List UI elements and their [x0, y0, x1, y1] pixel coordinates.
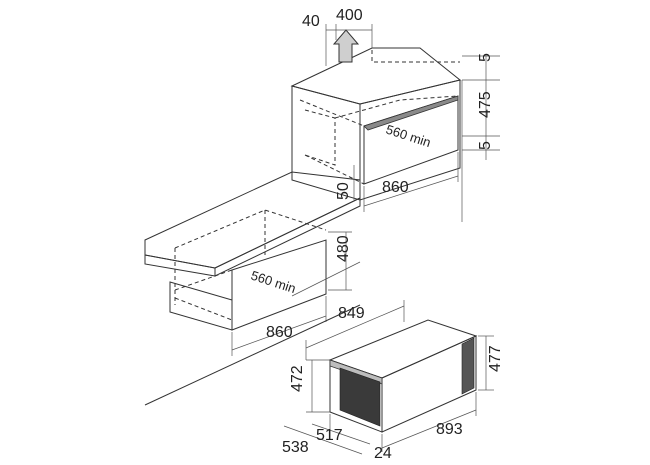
dim-lower-860: 860	[266, 324, 293, 341]
dim-oven-517: 517	[316, 427, 343, 444]
upper-hidden-line-3	[334, 95, 459, 119]
dim-side-50: 50	[335, 182, 352, 200]
oven-517-line	[311, 423, 371, 445]
lower-hidden-5	[174, 269, 233, 291]
dim-oven-472: 472	[289, 365, 306, 392]
lower-hidden-2	[174, 209, 327, 249]
dim-right-5-bottom: 5	[477, 141, 494, 150]
dim-oven-24: 24	[374, 445, 392, 462]
floor-line-2	[291, 261, 361, 297]
oven-unit: 849 472 477 517 538 24 893	[282, 300, 504, 462]
oven-control-strip	[461, 337, 475, 395]
upper-hidden-line-1	[304, 109, 336, 166]
oven-893-line	[381, 409, 477, 449]
dim-right-475: 475	[477, 91, 494, 118]
oven-538-line	[283, 425, 363, 455]
dim-lower-560: 560 min	[249, 268, 298, 297]
upper-860-line	[363, 175, 459, 207]
dim-lower-480: 480	[335, 235, 352, 262]
upper-column-cabinet: 40 400 560 min 5 475 5 860 50	[290, 7, 500, 222]
countertop-front-edge	[144, 254, 216, 277]
dim-oven-538: 538	[282, 439, 309, 456]
dim-upper-860: 860	[382, 179, 409, 196]
dim-upper-560: 560 min	[384, 122, 433, 151]
dim-oven-849: 849	[338, 305, 365, 322]
upper-cavity-inner-wall	[363, 95, 459, 131]
upper-hidden-line-4	[304, 154, 365, 185]
vent-arrow-icon	[332, 29, 360, 63]
countertop-side-edge	[214, 197, 361, 277]
floor-line	[144, 304, 361, 406]
oven-front	[381, 335, 477, 433]
dim-oven-477: 477	[487, 345, 504, 372]
dim-oven-893: 893	[436, 421, 463, 438]
countertop-top	[144, 171, 361, 269]
countertop-assembly: 560 min 480 860	[144, 171, 361, 356]
lower-hidden-3	[174, 297, 233, 321]
dim-top-40: 40	[302, 13, 320, 30]
dim-right-5-top: 5	[477, 53, 494, 62]
oven-849-line	[305, 305, 405, 349]
lower-cabinet-side	[169, 281, 233, 331]
lower-860-line	[231, 315, 327, 351]
column-side-face	[359, 79, 461, 201]
dim-top-400: 400	[336, 7, 363, 24]
upper-hidden-line-5	[371, 50, 460, 63]
upper-hidden-line-2	[299, 99, 365, 127]
column-top	[290, 47, 462, 105]
oven-glass	[339, 367, 381, 427]
lower-cavity	[231, 239, 327, 331]
